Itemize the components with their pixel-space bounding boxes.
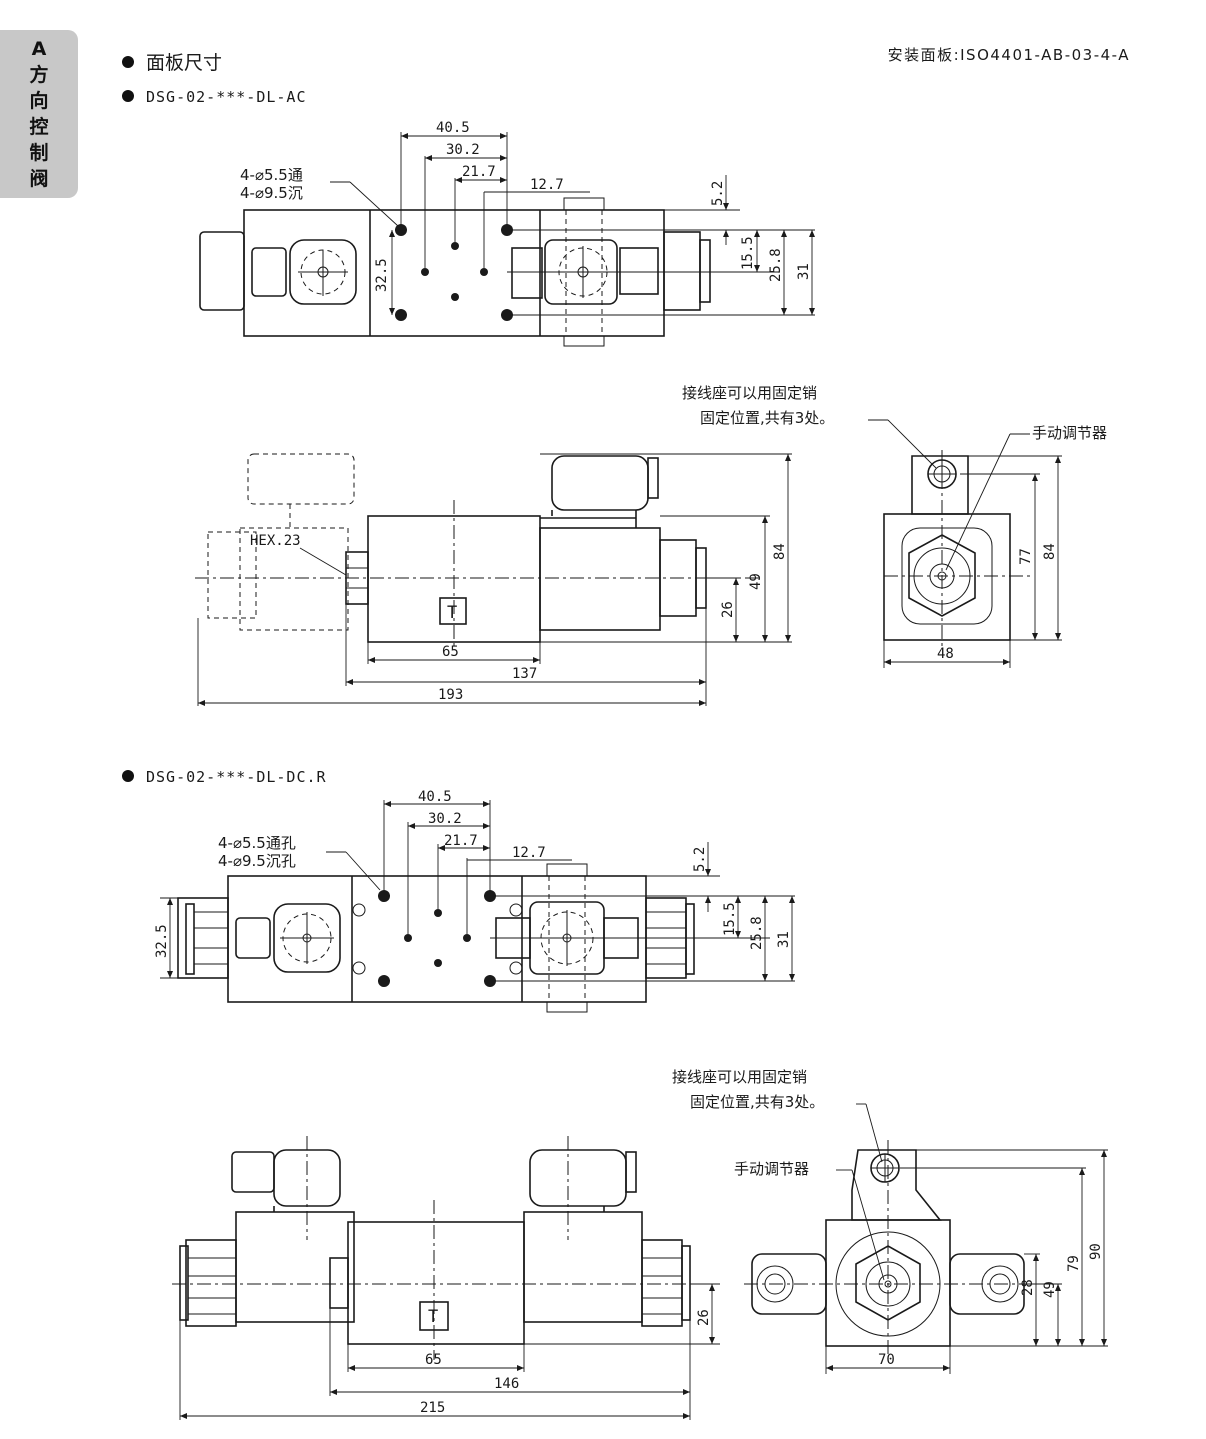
dim-31-dc: 31: [776, 931, 792, 948]
dim-90: 90: [1088, 1243, 1104, 1260]
side-tab-char: 控: [29, 116, 49, 138]
dim-31: 31: [796, 263, 812, 280]
side-tab-char: 方: [29, 64, 49, 86]
dim-26: 26: [720, 601, 736, 618]
dim-215: 215: [420, 1400, 445, 1416]
dim-49: 49: [748, 573, 764, 590]
model-dc-heading: DSG-02-***-DL-DC.R: [122, 768, 327, 786]
tank-port-label-dc: T: [428, 1307, 438, 1327]
pin-note-line-1-dc: 接线座可以用固定销: [672, 1068, 807, 1086]
dim-40-5: 40.5: [436, 120, 470, 136]
dim-26-dc: 26: [696, 1309, 712, 1326]
dc-top-dimensions: 40.5 30.2 21.7 12.7 5.2 15.5 25.8 31 32.…: [154, 789, 795, 982]
ac-end-dimensions: 77 84 48 接线座可以用固定销 固定位置,共有3处。 手动调节器: [682, 384, 1107, 668]
dim-146: 146: [494, 1376, 519, 1392]
pin-note-line-1: 接线座可以用固定销: [682, 384, 817, 402]
hex-label: HEX.23: [250, 533, 301, 549]
dim-30-2: 30.2: [446, 142, 480, 158]
section-title: 面板尺寸: [122, 48, 222, 75]
side-tab-char: 阀: [29, 168, 49, 190]
dim-5-2-dc: 5.2: [692, 847, 708, 872]
dim-40-5-dc: 40.5: [418, 789, 452, 805]
dim-48: 48: [937, 646, 954, 662]
dc-end-dimensions: 28 49 79 90 70 接线座可以用固定销 固定位置,共有3处。 手动调节…: [672, 1068, 1108, 1374]
dim-65-dc: 65: [425, 1352, 442, 1368]
tank-port-label: T: [447, 603, 457, 623]
ac-end-view: [883, 450, 1030, 650]
dim-25-8: 25.8: [768, 248, 784, 282]
manual-adjuster-note: 手动调节器: [1032, 424, 1107, 442]
mounting-standard: 安装面板:ISO4401-AB-03-4-A: [887, 46, 1130, 64]
side-tab-char: 制: [29, 142, 49, 164]
dim-32-5-dc: 32.5: [154, 924, 170, 958]
dim-32-5: 32.5: [374, 258, 390, 292]
model-dc-text: DSG-02-***-DL-DC.R: [146, 768, 327, 786]
dim-79: 79: [1066, 1255, 1082, 1272]
dim-77: 77: [1018, 548, 1034, 565]
bullet-icon: [122, 89, 134, 102]
dim-21-7-dc: 21.7: [444, 833, 478, 849]
dim-5-2: 5.2: [710, 181, 726, 206]
section-title-text: 面板尺寸: [146, 52, 223, 74]
dim-28: 28: [1020, 1279, 1036, 1296]
dim-84-end: 84: [1042, 543, 1058, 560]
model-ac-heading: DSG-02-***-DL-AC: [122, 88, 307, 106]
dim-15-5-dc: 15.5: [722, 902, 738, 936]
pin-note-line-2-dc: 固定位置,共有3处。: [690, 1093, 824, 1111]
ac-side-dimensions: 84 49 26 65 137 193: [197, 453, 792, 706]
dim-137: 137: [512, 666, 537, 682]
dc-side-dimensions: 26 65 146 215: [179, 1283, 720, 1420]
bullet-icon: [122, 55, 134, 68]
bullet-icon: [122, 769, 134, 782]
manual-adjuster-note-dc: 手动调节器: [734, 1160, 809, 1178]
holes-note-counterbore: 4-⌀9.5沉: [240, 184, 303, 202]
dim-49-dc: 49: [1042, 1281, 1058, 1298]
dim-65: 65: [442, 644, 459, 660]
ac-side-view: T HEX.23: [195, 453, 760, 650]
holes-note-counterbore-dc: 4-⌀9.5沉孔: [218, 852, 296, 870]
dim-12-7: 12.7: [530, 177, 564, 193]
dim-21-7: 21.7: [462, 164, 496, 180]
dim-12-7-dc: 12.7: [512, 845, 546, 861]
dim-15-5: 15.5: [740, 236, 756, 270]
ac-top-body: [243, 209, 665, 337]
pin-note-line-2: 固定位置,共有3处。: [700, 409, 834, 427]
dc-side-view: T: [172, 1136, 718, 1360]
dim-84: 84: [772, 543, 788, 560]
holes-note-through-dc: 4-⌀5.5通孔: [218, 834, 296, 852]
dc-end-view: [744, 1140, 1040, 1356]
ac-top-dimensions: 40.5 30.2 21.7 12.7 5.2 15.5 25.8 31 32.…: [240, 120, 815, 316]
side-tab-char: 向: [29, 90, 49, 112]
dim-30-2-dc: 30.2: [428, 811, 462, 827]
holes-note-through: 4-⌀5.5通: [240, 166, 303, 184]
dim-70: 70: [878, 1352, 895, 1368]
model-ac-text: DSG-02-***-DL-AC: [146, 88, 307, 106]
side-category-tab: A 方 向 控 制 阀: [0, 30, 78, 198]
dim-25-8-dc: 25.8: [749, 916, 765, 950]
dim-193: 193: [438, 687, 463, 703]
side-tab-char: A: [31, 38, 47, 60]
